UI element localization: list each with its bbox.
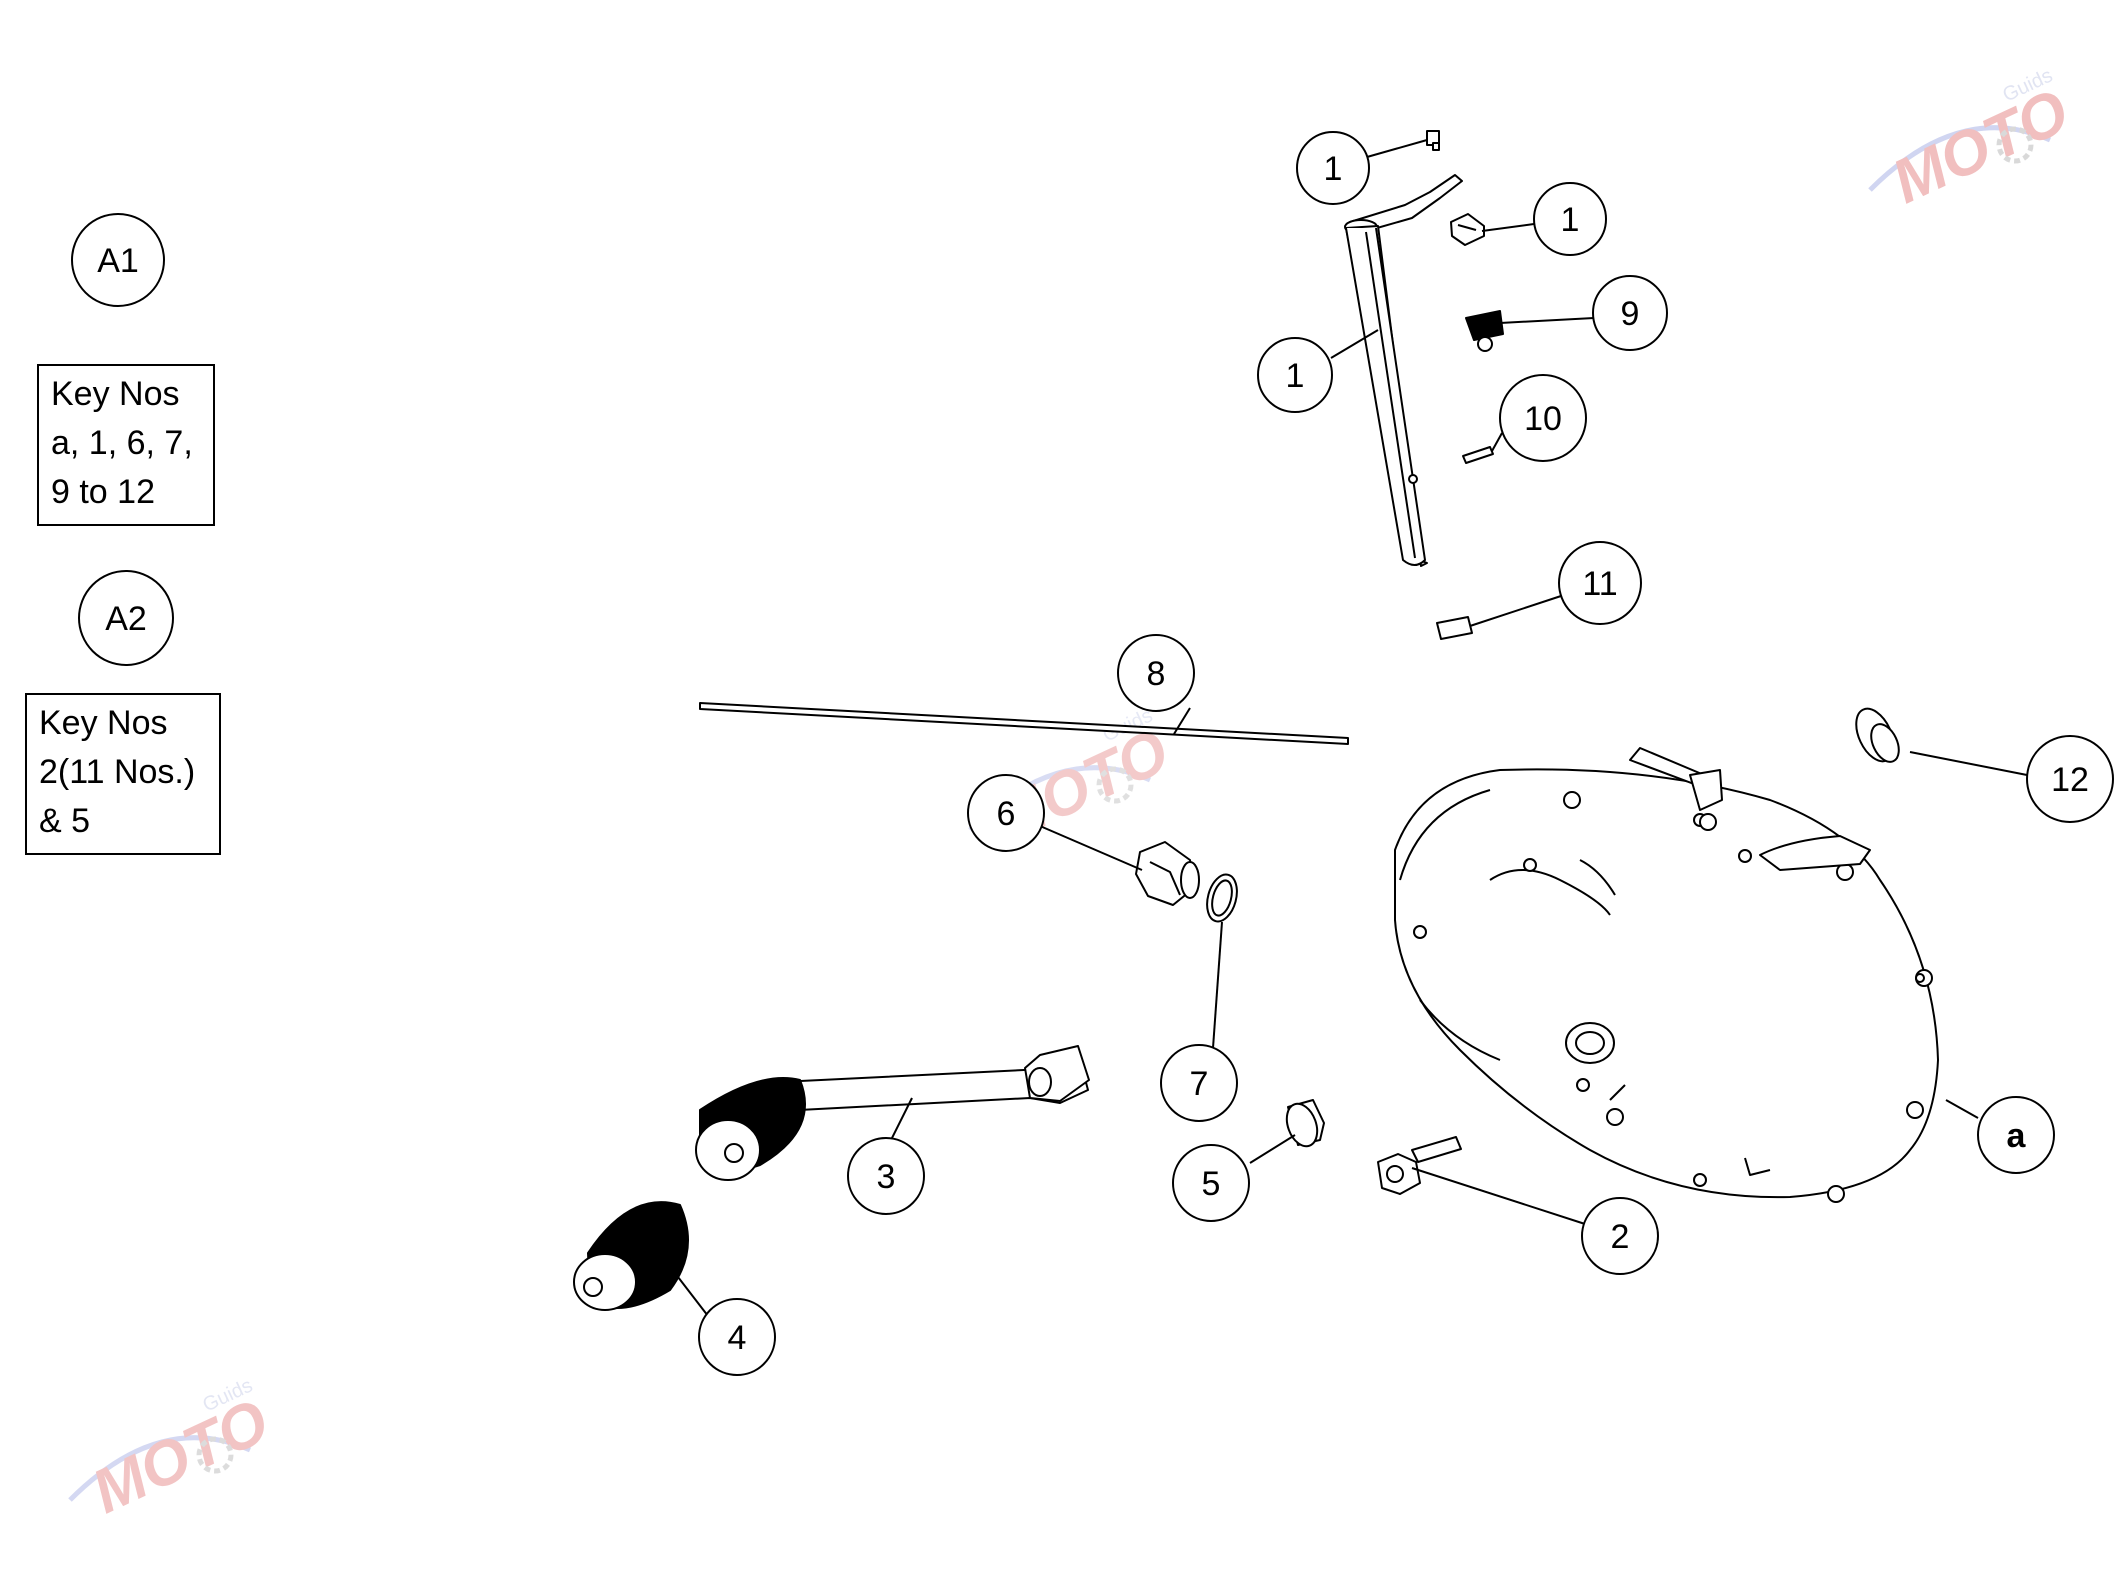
callout-1-shaft: 1 — [1257, 337, 1333, 413]
group-a1-label: A1 — [71, 213, 165, 307]
key-line: 2(11 Nos.) — [39, 753, 196, 791]
callout-8: 8 — [1117, 634, 1195, 712]
watermark-logo: MOTO Guids — [68, 1375, 279, 1527]
clip-part — [1450, 213, 1485, 246]
callout-label: 12 — [2051, 761, 2089, 799]
callout-label: 4 — [728, 1319, 747, 1357]
spring-part — [1465, 310, 1504, 352]
key-line: 9 to 12 — [51, 473, 155, 511]
flange-bolt — [1377, 1136, 1462, 1195]
callout-label: 2 — [1611, 1218, 1630, 1256]
footrest-rubber — [573, 1201, 689, 1311]
watermark-brand: MOTO — [1882, 76, 2079, 217]
callout-label: 11 — [1582, 565, 1617, 603]
gear-change-lever — [695, 1045, 1090, 1181]
key-line: & 5 — [39, 802, 91, 840]
bush-washer — [1285, 1099, 1325, 1148]
callout-a: a — [1977, 1096, 2055, 1174]
sleeve-part — [1436, 616, 1473, 640]
callouts: 1 1 1 9 10 11 8 12 — [698, 131, 2114, 1376]
callout-3: 3 — [847, 1137, 925, 1215]
callout-11: 11 — [1558, 541, 1642, 625]
callout-label: 1 — [1324, 150, 1343, 188]
callout-6: 6 — [967, 774, 1045, 852]
callout-label: 3 — [877, 1158, 896, 1196]
key-title: Key Nos — [39, 704, 168, 742]
watermark-logo: MOTO Guids — [1868, 65, 2079, 217]
push-rod — [699, 702, 1349, 745]
callout-10: 10 — [1499, 374, 1587, 462]
filler-cap — [1135, 841, 1200, 906]
group-id: A2 — [105, 600, 147, 638]
clutch-cover — [1394, 747, 1939, 1203]
watermark-brand: MOTO — [82, 1386, 279, 1527]
callout-label: 8 — [1147, 655, 1166, 693]
leader-lines — [677, 139, 2028, 1317]
callout-5: 5 — [1172, 1144, 1250, 1222]
gear-shift-shaft — [1344, 174, 1463, 567]
callout-12: 12 — [2026, 735, 2114, 823]
callout-4: 4 — [698, 1298, 776, 1376]
callout-7: 7 — [1160, 1044, 1238, 1122]
o-ring — [1206, 873, 1238, 923]
callout-label: 1 — [1561, 201, 1580, 239]
callout-2: 2 — [1581, 1197, 1659, 1275]
callout-1-clip: 1 — [1533, 182, 1607, 256]
key-box-a2: Key Nos 2(11 Nos.) & 5 — [25, 693, 221, 855]
callout-label: 5 — [1202, 1165, 1221, 1203]
plug-part — [1855, 707, 1900, 763]
callout-label: 1 — [1286, 357, 1305, 395]
pin-part — [1426, 130, 1440, 151]
callout-label: 6 — [997, 795, 1016, 833]
callout-label: 7 — [1190, 1065, 1209, 1103]
callout-label: 9 — [1621, 295, 1640, 333]
callout-label: 10 — [1524, 400, 1562, 438]
dowel-pin — [1462, 446, 1494, 464]
key-line: a, 1, 6, 7, — [51, 424, 193, 462]
callout-label: a — [2007, 1117, 2027, 1155]
key-title: Key Nos — [51, 375, 180, 413]
group-a2-label: A2 — [78, 570, 174, 666]
group-id: A1 — [97, 242, 139, 280]
callout-1-pin: 1 — [1296, 131, 1370, 205]
key-box-a1: Key Nos a, 1, 6, 7, 9 to 12 — [37, 364, 215, 526]
callout-9: 9 — [1592, 275, 1668, 351]
